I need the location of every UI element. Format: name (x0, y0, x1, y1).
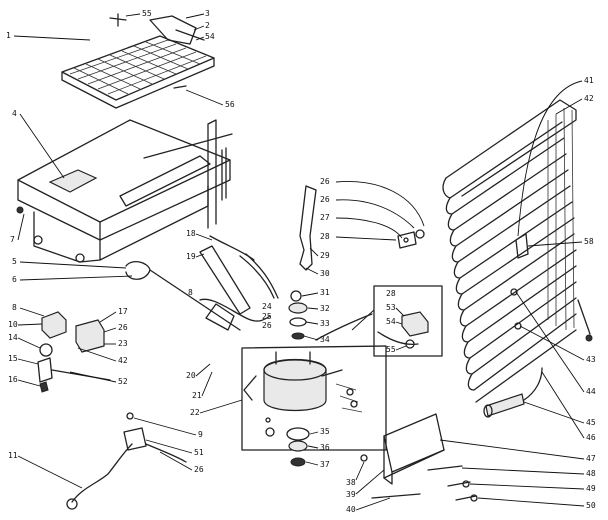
condenser-coil (442, 99, 593, 403)
callout-45: 44 (586, 387, 596, 396)
callout-44: 43 (586, 355, 596, 364)
callout-17: 19 (186, 252, 196, 261)
callout-16: 18 (186, 229, 196, 238)
tubing-loop (125, 260, 241, 331)
grommet-stack-upper (288, 290, 308, 340)
callout-11: 11 (8, 451, 18, 460)
callout-23: 25 (262, 312, 272, 321)
callout-29: 29 (320, 251, 330, 260)
callout-49: 48 (586, 469, 596, 478)
callout-55: 54 (386, 317, 396, 326)
callout-59: 56 (225, 100, 235, 109)
callout-54: 53 (386, 303, 396, 312)
callout-10: 10 (8, 320, 18, 329)
callout-51: 50 (586, 501, 596, 510)
drain-pan (360, 413, 445, 499)
callout-38: 38 (346, 478, 356, 487)
callout-26-mid: 26 (320, 195, 330, 204)
grille-rack (61, 13, 215, 109)
callout-53: 52 (118, 377, 128, 386)
callout-3: 3 (205, 9, 210, 18)
callout-34: 34 (320, 335, 330, 344)
callout-58: 55 (142, 9, 152, 18)
callout-30: 30 (320, 269, 330, 278)
callout-50: 49 (586, 484, 596, 493)
callout-19: 21 (192, 391, 202, 400)
callout-25: 26 (320, 177, 330, 186)
callout-56: 55 (386, 345, 396, 354)
callout-9: 9 (198, 430, 203, 439)
callout-24: 26 (262, 321, 272, 330)
mounting-bracket (299, 185, 425, 271)
callout-21: 23 (118, 339, 128, 348)
power-cord (66, 412, 187, 510)
callout-8: 8 (12, 303, 17, 312)
relay-assembly (37, 311, 111, 393)
callout-13: 15 (8, 354, 18, 363)
callout-47: 46 (586, 433, 596, 442)
drier-assembly (427, 367, 543, 502)
callout-52: 51 (194, 448, 204, 457)
callout-48: 47 (586, 454, 596, 463)
cabinet-base (16, 119, 233, 263)
callout-1: 1 (6, 31, 11, 40)
callout-39: 39 (346, 490, 356, 499)
callout-57: 54 (205, 32, 215, 41)
callout-27: 27 (320, 213, 330, 222)
callout-26-left: 26 (118, 323, 128, 332)
overload-inset (373, 285, 443, 357)
callout-43: 42 (118, 356, 128, 365)
callout-4: 4 (12, 109, 17, 118)
callout-37: 37 (320, 460, 330, 469)
callout-42: 42 (584, 94, 594, 103)
callout-36: 36 (320, 443, 330, 452)
callout-28: 28 (320, 232, 330, 241)
callout-26-bottom: 26 (194, 465, 204, 474)
callout-18: 20 (186, 371, 196, 380)
callout-6: 6 (12, 275, 17, 284)
callout-14: 16 (8, 375, 18, 384)
compressor-group (241, 309, 387, 467)
callout-28-inset: 28 (386, 289, 396, 298)
callout-12: 14 (8, 333, 18, 342)
callout-40: 40 (346, 505, 356, 514)
callout-41: 41 (584, 76, 594, 85)
callout-33: 33 (320, 319, 330, 328)
callout-2: 2 (205, 21, 210, 30)
callout-60: 58 (584, 237, 594, 246)
callout-35: 35 (320, 427, 330, 436)
callout-15: 17 (118, 307, 128, 316)
callout-20: 22 (190, 408, 200, 417)
callout-7: 7 (10, 235, 15, 244)
callout-8b: 8 (188, 288, 193, 297)
callout-31: 31 (320, 288, 330, 297)
callout-5: 5 (12, 257, 17, 266)
callout-32: 32 (320, 304, 330, 313)
wiring-harness (199, 235, 279, 331)
callout-22: 24 (262, 302, 272, 311)
callout-labels: 55 3 2 54 1 56 4 7 5 6 8 10 14 15 16 17 … (6, 9, 596, 514)
callout-46: 45 (586, 418, 596, 427)
